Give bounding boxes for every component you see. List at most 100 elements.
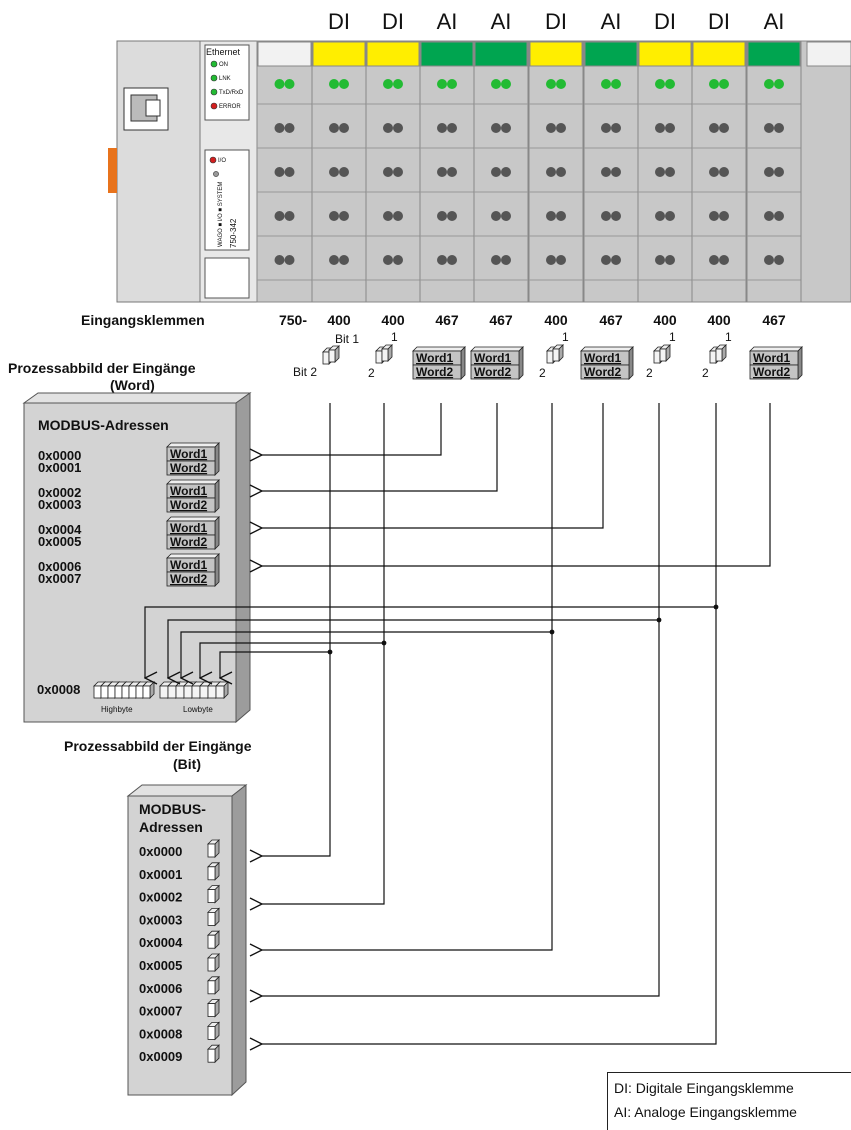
- terminal-contact-icon: [501, 167, 511, 177]
- io-module: [256, 40, 313, 303]
- bit-address: 0x0008: [139, 1026, 182, 1041]
- terminal-contact-icon: [719, 123, 729, 133]
- terminal-contact-icon: [709, 79, 719, 89]
- bit-cube-icon: [207, 953, 220, 972]
- terminal-contact-icon: [447, 211, 457, 221]
- status-led-label: TxD/RxD: [219, 90, 244, 96]
- bit-cube-icon: [207, 975, 220, 995]
- terminal-contact-icon: [719, 211, 729, 221]
- module-type-label: AI: [437, 9, 458, 34]
- terminal-contact-icon: [274, 255, 285, 265]
- terminal-contact-icon: [719, 255, 729, 265]
- coupler-model: 750-342: [229, 218, 238, 248]
- bit-address: 0x0005: [139, 958, 182, 973]
- terminal-contact-icon: [709, 211, 719, 221]
- terminal-contact-icon: [709, 167, 719, 177]
- terminal-contact-icon: [546, 79, 556, 89]
- word2-label: Word2: [416, 365, 453, 379]
- terminal-contact-icon: [329, 255, 339, 265]
- status-led-icon: [213, 171, 219, 177]
- terminal-contact-icon: [491, 211, 501, 221]
- terminal-contact-icon: [393, 79, 403, 89]
- terminal-contact-icon: [284, 79, 295, 89]
- terminal-number: 467: [435, 312, 459, 328]
- terminal-contact-icon: [774, 79, 784, 89]
- terminal-contact-icon: [764, 167, 774, 177]
- mapping-wires: [145, 403, 771, 1044]
- word1-label: Word1: [170, 484, 207, 498]
- terminal-number: 467: [599, 312, 623, 328]
- terminal-contact-icon: [339, 123, 349, 133]
- bit-word-address: 0x0008: [37, 682, 80, 697]
- terminal-contact-icon: [383, 79, 393, 89]
- terminal-contact-icon: [491, 123, 501, 133]
- bit-cube-icon: [207, 1021, 220, 1041]
- terminal-contact-icon: [556, 79, 566, 89]
- terminal-contact-icon: [556, 255, 566, 265]
- bit-cube-icon: [659, 344, 671, 362]
- io-module: [419, 40, 475, 303]
- wago-vertical-text: WAGO ■ I/O ■ SYSTEM: [218, 182, 224, 247]
- bit-cube-icon: [142, 681, 155, 699]
- bit1-number: 1: [391, 330, 398, 344]
- terminal-contact-icon: [665, 79, 675, 89]
- terminal-contact-icon: [447, 123, 457, 133]
- bit-process-image-subtitle: (Bit): [173, 756, 201, 772]
- terminal-contact-icon: [709, 255, 719, 265]
- terminal-number: 400: [381, 312, 405, 328]
- terminal-contact-icon: [611, 123, 621, 133]
- coupler-clip: [108, 148, 117, 193]
- terminal-number: 467: [762, 312, 786, 328]
- end-slot: [204, 257, 250, 299]
- legend-ai: AI: Analoge Eingangsklemme: [614, 1104, 797, 1120]
- bit-cube-icon: [207, 1044, 220, 1064]
- word2-label: Word2: [753, 365, 790, 379]
- bit-address: 0x0007: [139, 1004, 182, 1019]
- ethernet-label: Ethernet: [206, 47, 241, 57]
- io-module: [583, 40, 639, 303]
- terminal-contact-icon: [665, 255, 675, 265]
- terminal-contact-icon: [393, 167, 403, 177]
- bit-address: 0x0002: [139, 890, 182, 905]
- bit-cube-icon: [715, 344, 727, 362]
- module-type-label: DI: [654, 9, 676, 34]
- terminal-contact-icon: [447, 167, 457, 177]
- highbyte-label: Highbyte: [101, 705, 133, 714]
- terminal-number: 400: [707, 312, 731, 328]
- terminal-contact-icon: [284, 211, 295, 221]
- word-address: 0x0003: [38, 497, 81, 512]
- terminal-contact-icon: [284, 167, 295, 177]
- word1-label: Word1: [753, 351, 790, 365]
- terminal-contact-icon: [274, 123, 285, 133]
- terminal-contact-icon: [274, 79, 285, 89]
- terminal-contact-icon: [556, 123, 566, 133]
- terminal-contact-icon: [764, 79, 774, 89]
- word2-label: Word2: [170, 498, 207, 512]
- terminal-contact-icon: [501, 79, 511, 89]
- io-modules: [256, 40, 851, 303]
- word2-label: Word2: [170, 461, 207, 475]
- io-module: [311, 40, 367, 303]
- io-module: [528, 40, 584, 303]
- io-led-label: I/O: [218, 158, 226, 164]
- terminal-contact-icon: [601, 123, 611, 133]
- terminal-contact-icon: [655, 79, 665, 89]
- io-led-icon: [209, 156, 217, 164]
- terminal-contact-icon: [284, 255, 295, 265]
- io-module: [746, 40, 802, 303]
- bit-cube-icon: [328, 345, 340, 363]
- module-type-label: DI: [328, 9, 350, 34]
- status-led-label: ERROR: [219, 104, 241, 110]
- bit-address: 0x0001: [139, 867, 182, 882]
- terminal-contact-icon: [764, 123, 774, 133]
- terminal-contact-icon: [274, 211, 285, 221]
- word-address: 0x0006: [38, 559, 81, 574]
- module-type-label: AI: [491, 9, 512, 34]
- terminal-contact-icon: [329, 123, 339, 133]
- module-type-label: AI: [601, 9, 622, 34]
- bit-address: 0x0009: [139, 1049, 182, 1064]
